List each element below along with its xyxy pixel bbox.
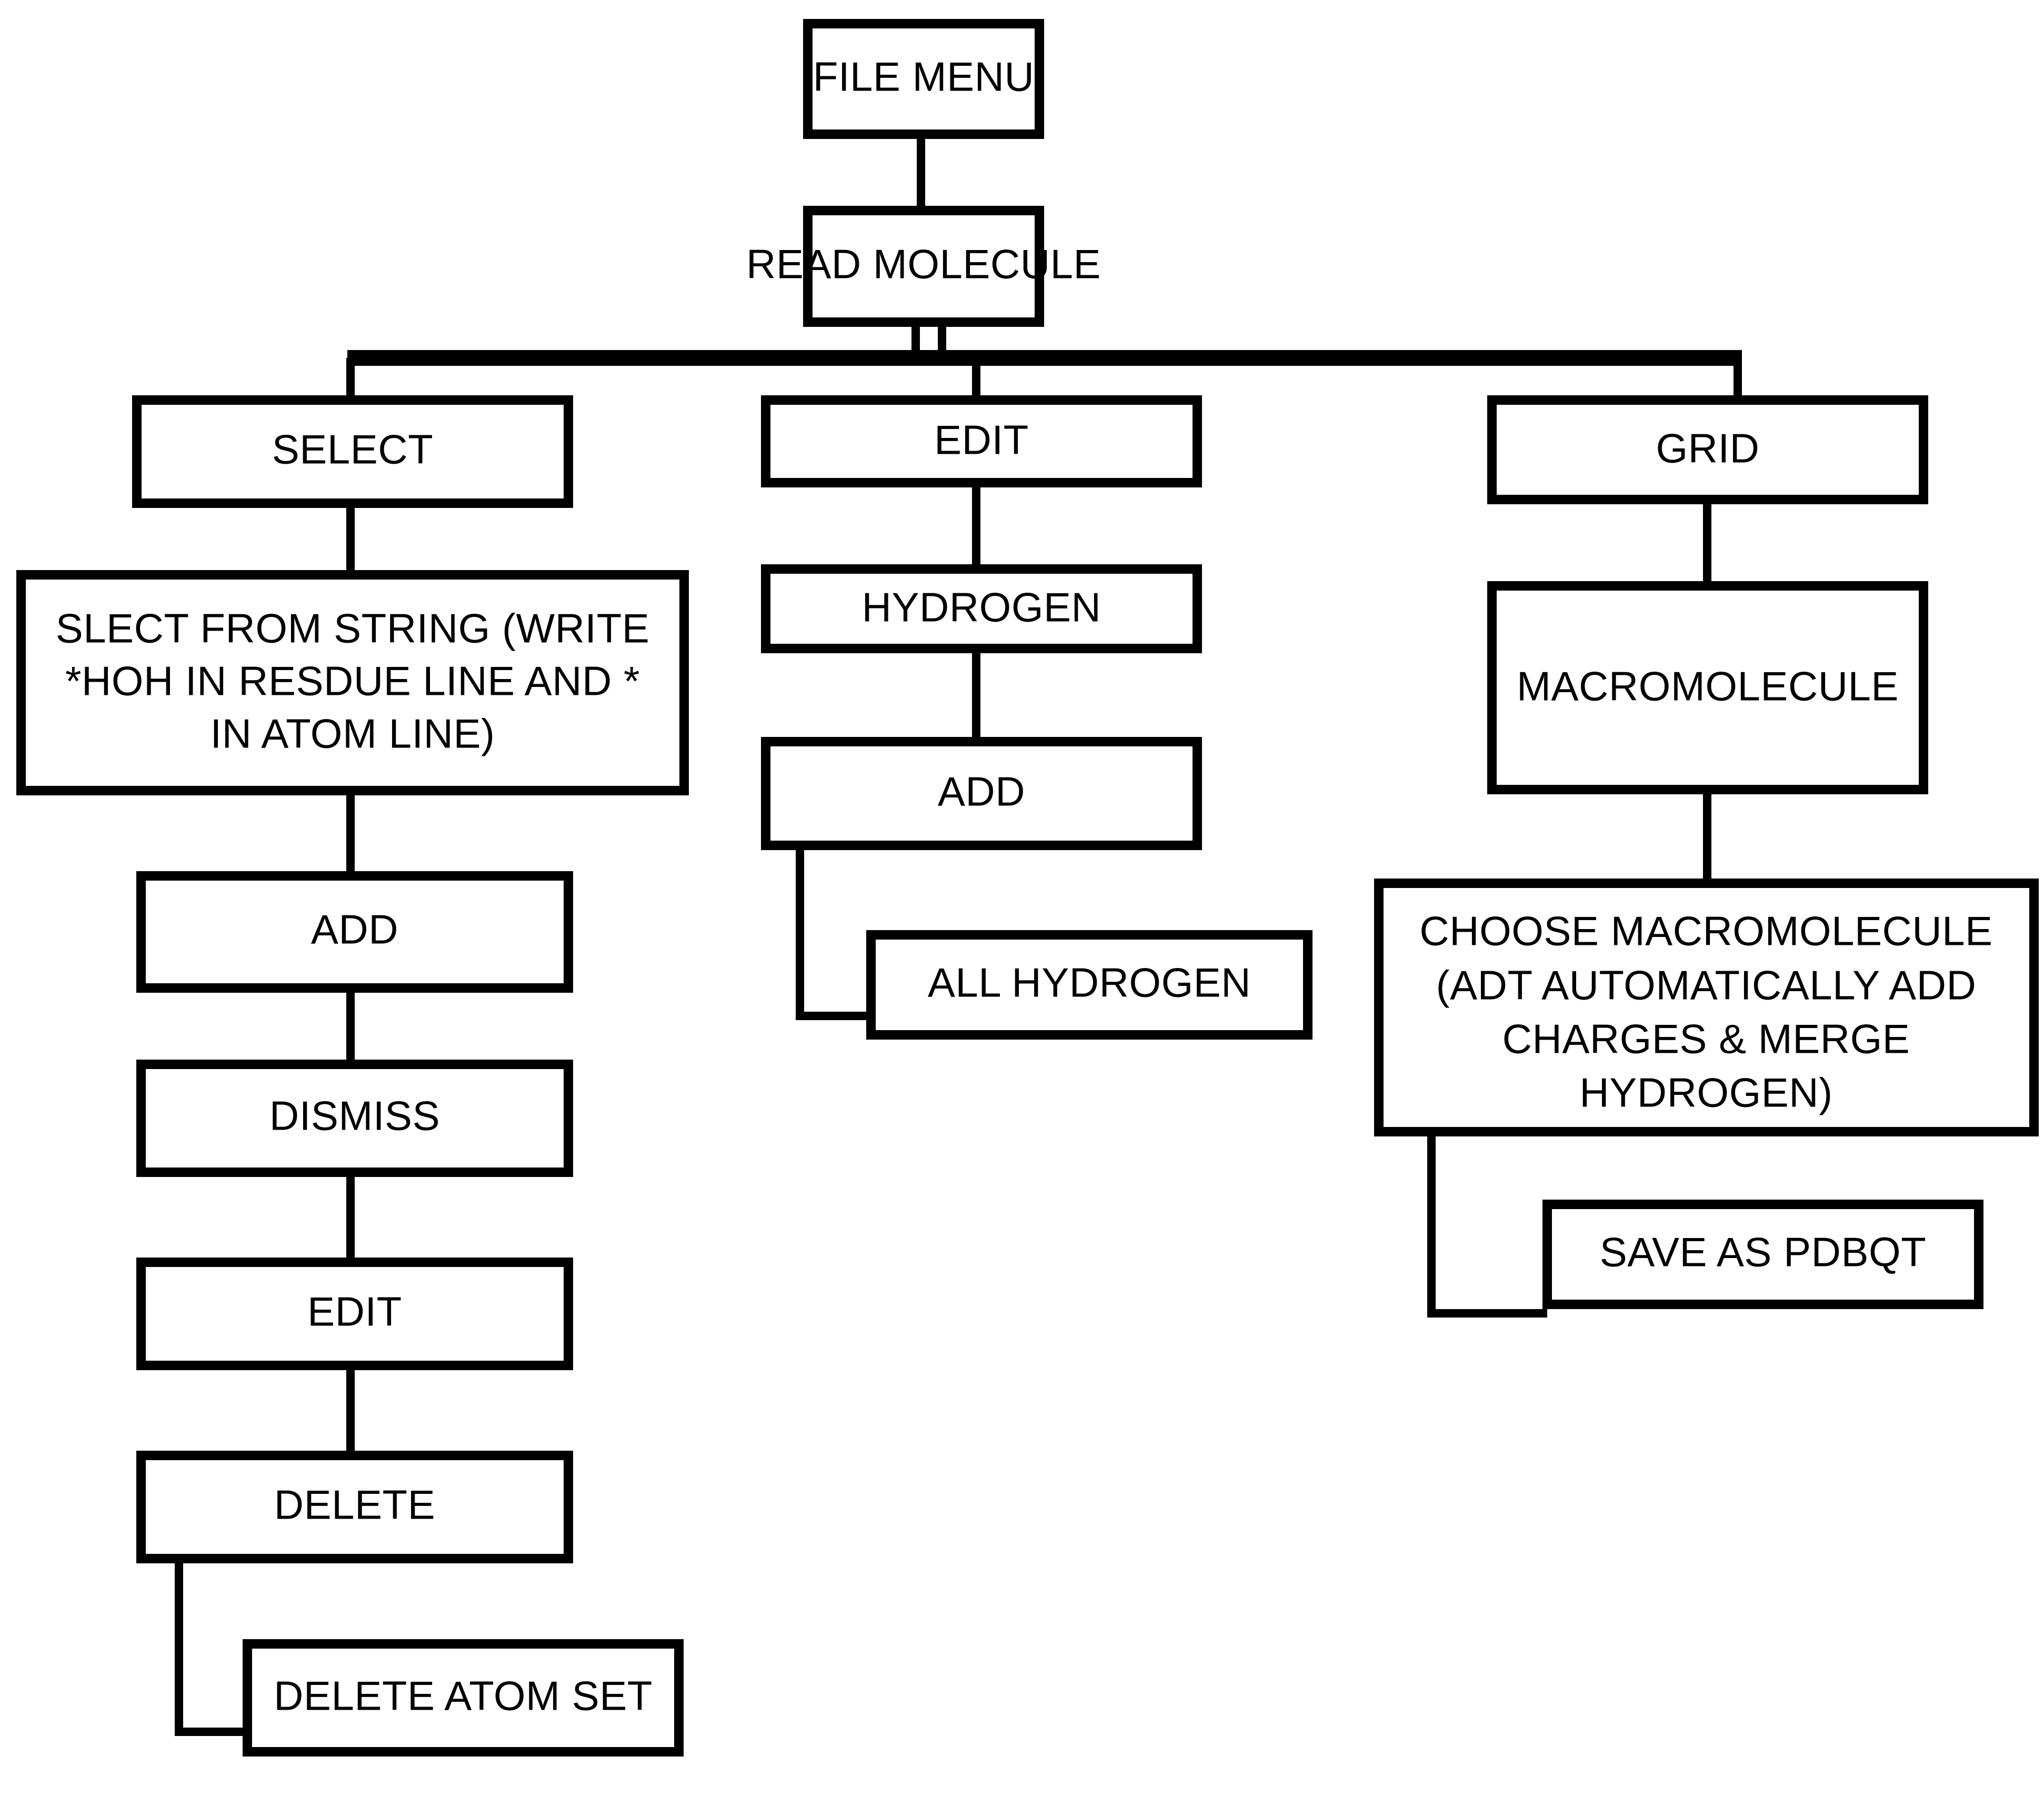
node-file-menu-box[interactable] [803, 19, 1044, 139]
node-all-hydrogen[interactable]: ALL HYDROGEN [866, 930, 1312, 1040]
node-choose-macromolecule-line-2: (ADT AUTOMATICALLY ADD [1436, 962, 1977, 1009]
node-macromolecule-label: MACROMOLECULE [1517, 663, 1899, 710]
node-dismiss[interactable]: DISMISS [136, 1060, 573, 1177]
node-choose-macromolecule-box[interactable] [1374, 879, 2039, 1136]
node-delete-atom-set-box[interactable] [243, 1639, 684, 1757]
node-macromolecule[interactable]: MACROMOLECULE [1487, 581, 1928, 794]
node-file-menu-label: FILE MENU [813, 54, 1035, 100]
node-select-edit-label: EDIT [307, 1289, 402, 1335]
node-select-from-string-line-2: *HOH IN RESDUE LINE AND * [65, 658, 640, 704]
node-edit-add-box[interactable] [761, 737, 1202, 850]
node-delete-atom-set-label: DELETE ATOM SET [274, 1673, 653, 1719]
node-select-add-label: ADD [311, 906, 398, 953]
node-hydrogen-label: HYDROGEN [862, 584, 1101, 631]
node-dismiss-box[interactable] [136, 1060, 573, 1177]
node-delete-label: DELETE [274, 1482, 435, 1528]
node-select-from-string-line-1: SLECT FROM STRING (WRITE [56, 605, 650, 652]
node-file-menu[interactable]: FILE MENU [803, 19, 1044, 139]
edge-delete-to-delete-atom-set [175, 1559, 247, 1736]
node-edit-add-label: ADD [938, 769, 1025, 815]
edge-choose-to-save-as-pdbqt [1427, 1132, 1547, 1318]
node-grid-box[interactable] [1487, 395, 1928, 504]
node-read-molecule[interactable]: READ MOLECULE [746, 206, 1101, 327]
node-edit-box[interactable] [761, 395, 1202, 487]
node-dismiss-label: DISMISS [269, 1093, 440, 1139]
node-delete-atom-set[interactable]: DELETE ATOM SET [243, 1639, 684, 1757]
connector-layer [175, 134, 1742, 1736]
node-choose-macromolecule[interactable]: CHOOSE MACROMOLECULE (ADT AUTOMATICALLY … [1374, 879, 2039, 1136]
node-macromolecule-box[interactable] [1487, 581, 1928, 794]
edge-add-to-all-hydrogen [796, 845, 871, 1020]
node-select-from-string-box[interactable] [16, 570, 689, 795]
node-choose-macromolecule-line-4: HYDROGEN) [1579, 1070, 1832, 1116]
node-delete-box[interactable] [136, 1451, 573, 1563]
node-delete[interactable]: DELETE [136, 1451, 573, 1563]
node-read-molecule-label: READ MOLECULE [746, 241, 1101, 287]
node-grid[interactable]: GRID [1487, 395, 1928, 504]
node-select-from-string[interactable]: SLECT FROM STRING (WRITE *HOH IN RESDUE … [16, 570, 689, 795]
node-grid-label: GRID [1656, 425, 1760, 472]
node-hydrogen[interactable]: HYDROGEN [761, 564, 1202, 653]
node-select-edit[interactable]: EDIT [136, 1258, 573, 1370]
node-select-add-box[interactable] [136, 871, 573, 993]
node-all-hydrogen-label: ALL HYDROGEN [928, 960, 1251, 1006]
node-edit-add[interactable]: ADD [761, 737, 1202, 850]
node-edit-label: EDIT [934, 417, 1029, 463]
node-hydrogen-box[interactable] [761, 564, 1202, 653]
node-all-hydrogen-box[interactable] [866, 930, 1312, 1040]
node-select-label: SELECT [272, 426, 433, 473]
node-choose-macromolecule-line-3: CHARGES & MERGE [1502, 1016, 1910, 1062]
node-save-as-pdbqt-box[interactable] [1542, 1200, 1983, 1309]
node-edit[interactable]: EDIT [761, 395, 1202, 487]
node-select-edit-box[interactable] [136, 1258, 573, 1370]
node-save-as-pdbqt[interactable]: SAVE AS PDBQT [1542, 1200, 1983, 1309]
node-choose-macromolecule-line-1: CHOOSE MACROMOLECULE [1419, 908, 1992, 954]
node-save-as-pdbqt-label: SAVE AS PDBQT [1600, 1229, 1927, 1275]
node-select-from-string-line-3: IN ATOM LINE) [210, 711, 495, 757]
node-select-add[interactable]: ADD [136, 871, 573, 993]
node-select[interactable]: SELECT [132, 395, 573, 508]
node-read-molecule-box[interactable] [803, 206, 1044, 327]
node-select-box[interactable] [132, 395, 573, 508]
